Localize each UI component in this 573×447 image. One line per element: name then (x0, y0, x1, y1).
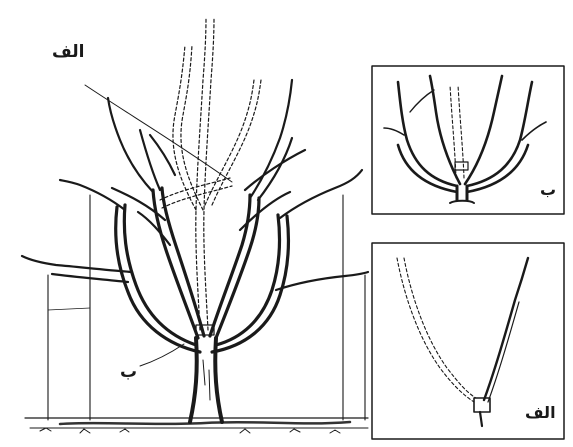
label-alef-inset: الف (525, 405, 556, 421)
scaffold-branches (116, 188, 289, 352)
inset-top (372, 66, 564, 214)
label-be-main: ب (120, 364, 137, 381)
label-alef-main: الف (52, 44, 84, 61)
lateral-branches (22, 80, 368, 290)
main-tree (22, 18, 368, 433)
ground (25, 418, 368, 433)
label-be-inset: ب (540, 182, 556, 198)
pointer-line-be (140, 344, 184, 366)
